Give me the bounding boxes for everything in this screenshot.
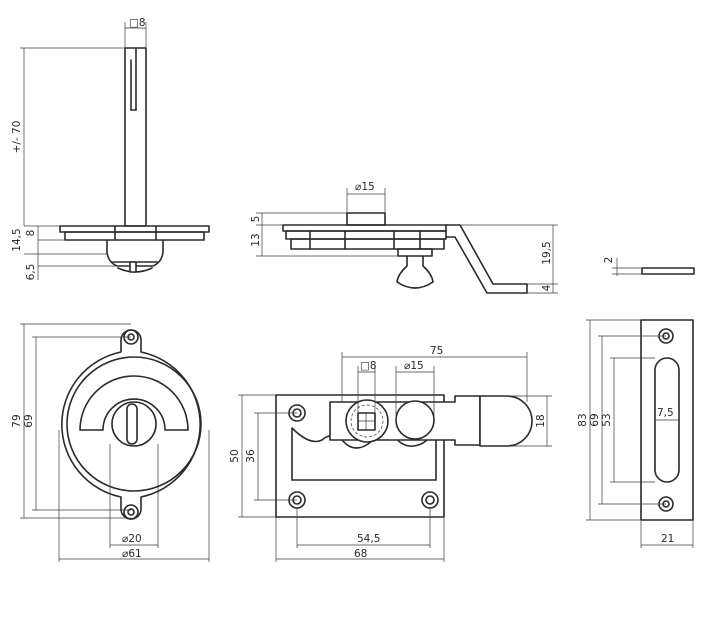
dim-68: 68 (354, 548, 367, 560)
dim-54-5: 54,5 (357, 533, 380, 545)
rose-front-view: 79 69 ⌀20 ⌀61 (11, 323, 210, 562)
dim-dia-15-front: ⌀15 (404, 360, 424, 372)
dim-dia-61: ⌀61 (122, 548, 142, 560)
latch-front-view: 75 □8 ⌀15 50 36 18 54,5 68 (229, 345, 552, 562)
latch-plate (275, 394, 445, 518)
screw-bottom-right (421, 491, 439, 509)
turn-knob-circle (111, 401, 157, 447)
knob-circle (395, 400, 435, 440)
bent-strike (445, 224, 528, 294)
screw-hole-bottom (123, 504, 139, 520)
indicator-arc (79, 375, 189, 431)
dim-4: 4 (541, 284, 553, 291)
spindle-side-view: +/- 70 14,5 8 6,5 □8 (11, 17, 210, 281)
dim-50: 50 (229, 449, 241, 462)
square-spindle-hole (357, 412, 376, 431)
dim-dia-20: ⌀20 (122, 533, 142, 545)
bolt-tip (479, 395, 533, 447)
dim-14-5: 14,5 (11, 228, 23, 251)
slot (126, 403, 138, 445)
rose-plate (59, 225, 210, 233)
dim-69-right: 69 (589, 413, 601, 426)
dim-69-left: 69 (23, 414, 35, 427)
dim-19-5: 19,5 (541, 241, 553, 264)
dim-dia-15-top: ⌀15 (355, 181, 375, 193)
dim-plus-minus-70: +/- 70 (11, 121, 23, 154)
dim-6-5: 6,5 (25, 264, 37, 281)
latch-recess (291, 427, 437, 481)
dim-36: 36 (245, 449, 257, 463)
dim-7-5: 7,5 (657, 407, 674, 419)
latch-side-view: ⌀15 5 13 19,5 4 (250, 181, 558, 294)
dim-13: 13 (250, 233, 262, 246)
dim-79: 79 (11, 414, 23, 427)
dim-square-8-front: □8 (360, 360, 377, 372)
dim-8-side: 8 (25, 230, 37, 237)
dim-53: 53 (601, 413, 613, 426)
strike-plate-thickness-view: 2 (603, 257, 695, 276)
dim-2: 2 (603, 257, 615, 264)
rose-outline (61, 329, 201, 520)
dim-5: 5 (250, 216, 262, 223)
strike-plate-front-view: 83 69 53 7,5 21 (577, 319, 694, 548)
dim-83: 83 (577, 413, 589, 426)
dim-21: 21 (661, 533, 674, 545)
dim-75: 75 (430, 345, 443, 357)
dim-square-8-top: □8 (129, 17, 146, 29)
strike-plate (640, 319, 694, 521)
dim-18: 18 (535, 414, 547, 427)
turn-knob (396, 255, 434, 289)
